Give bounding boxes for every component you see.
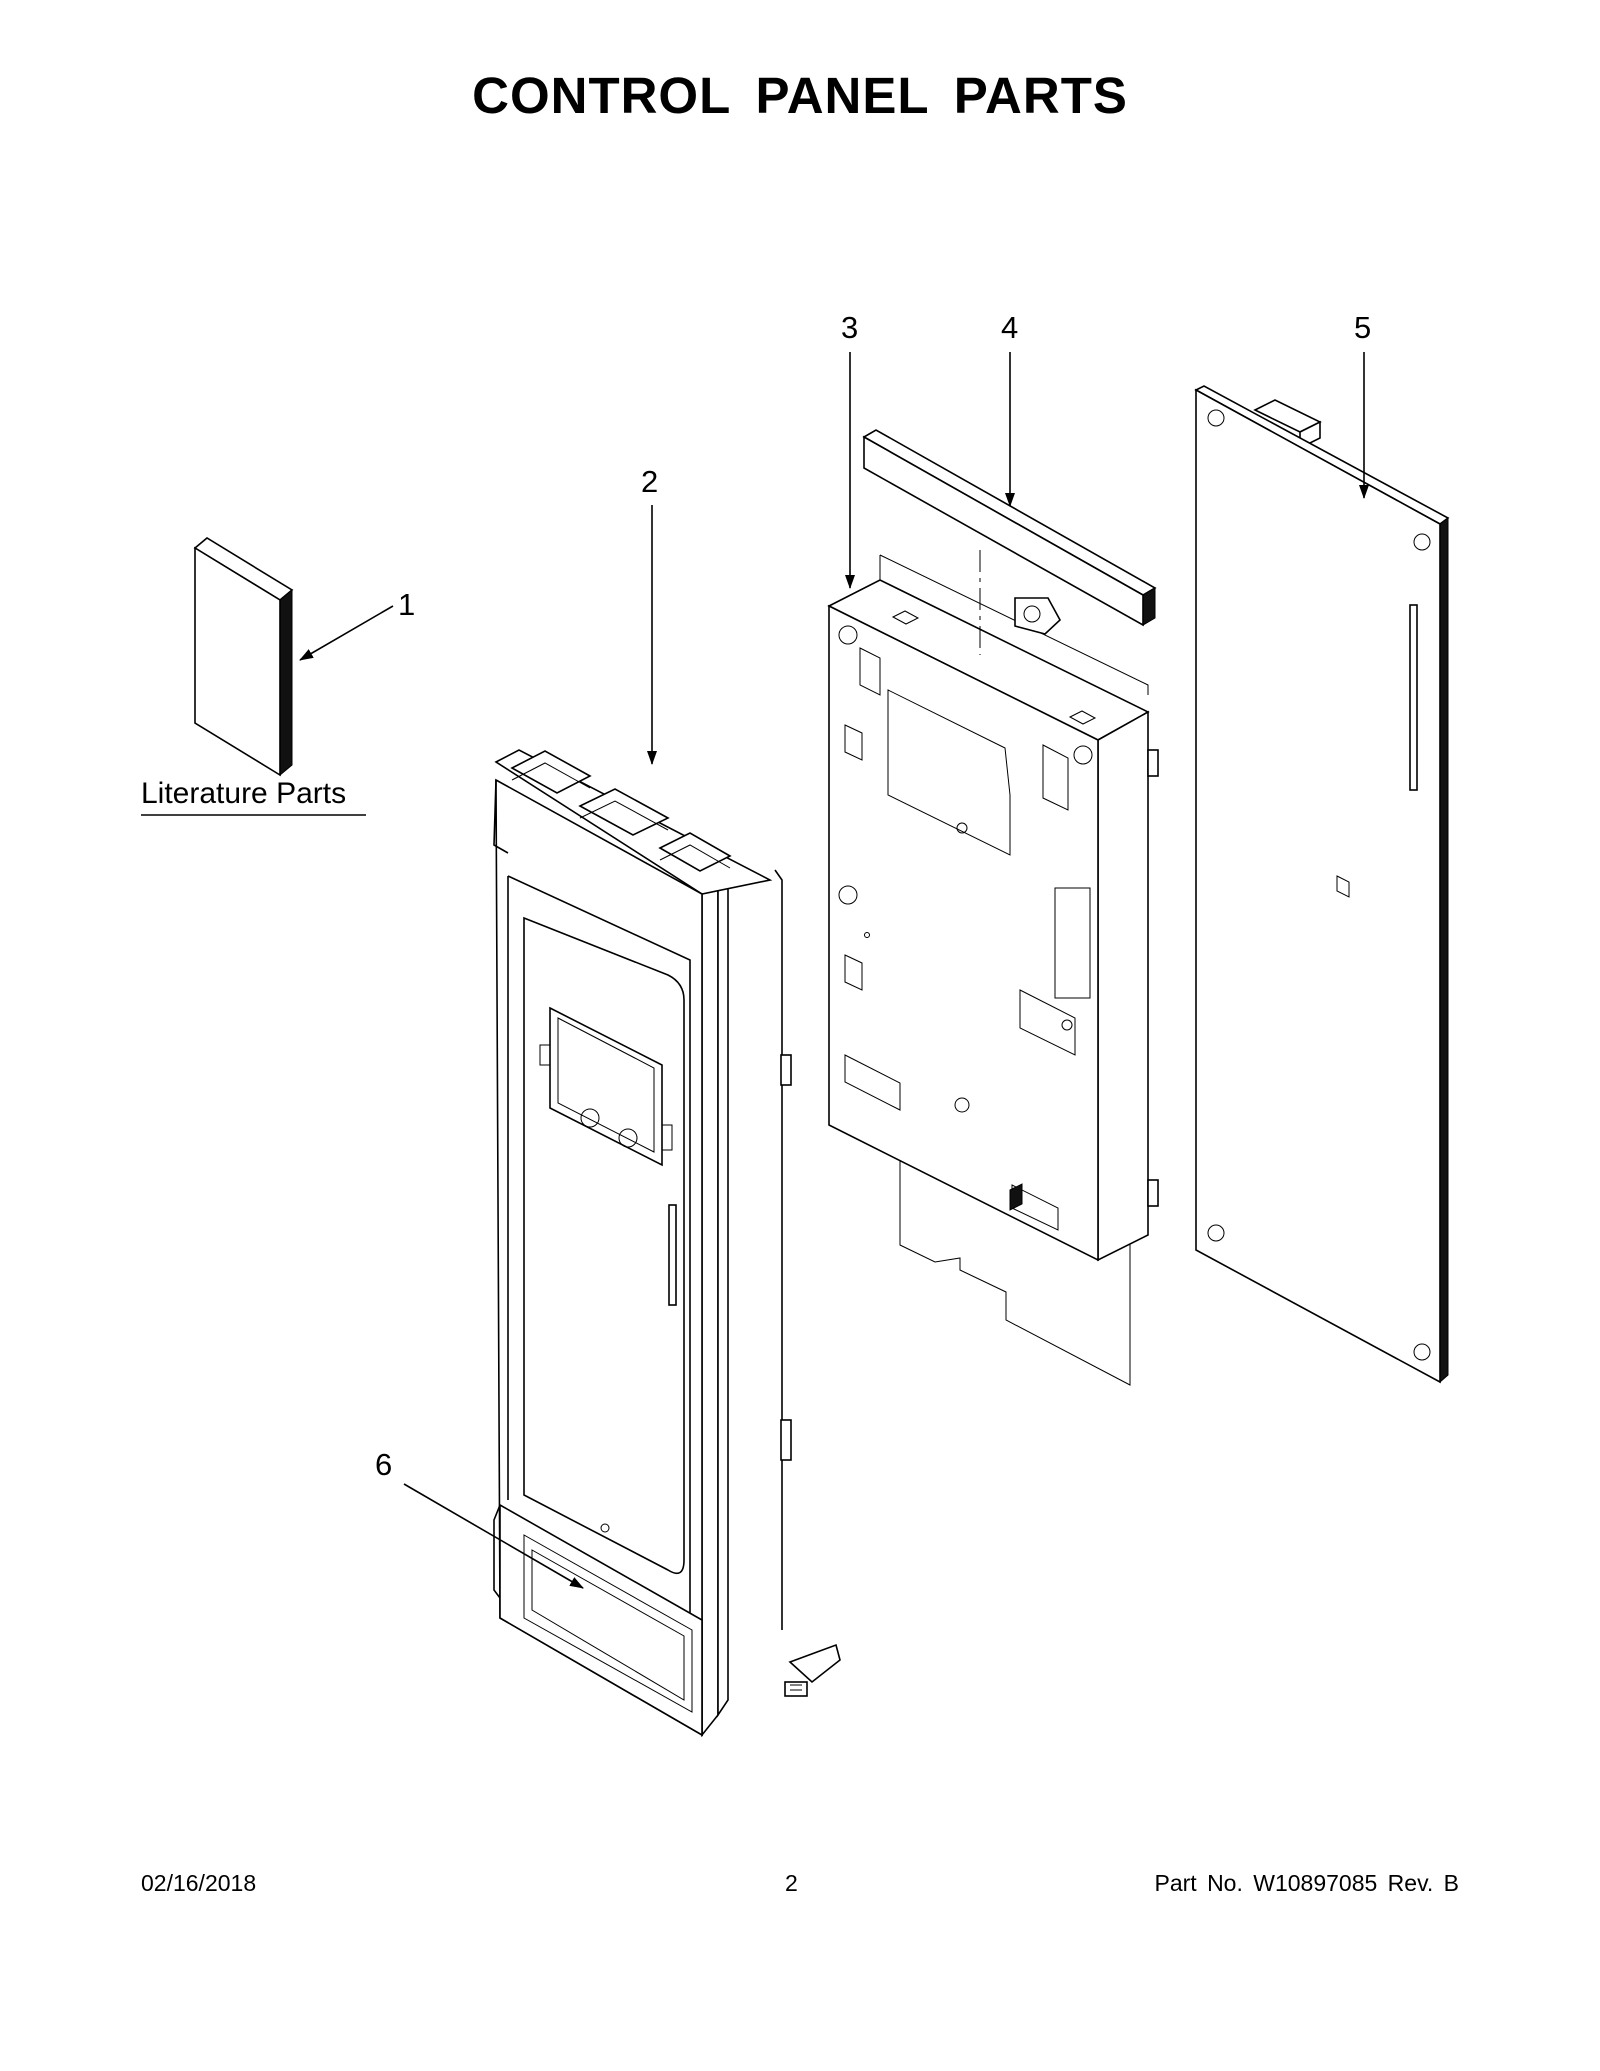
callout-1-label: 1 (398, 587, 415, 622)
callout-5-label: 5 (1354, 310, 1371, 345)
footer-part-number: Part No. W10897085 Rev. B (1154, 1870, 1460, 1896)
callout-4-label: 4 (1001, 310, 1018, 345)
control-panel-frame (493, 749, 841, 1738)
callout-6-label: 6 (375, 1447, 392, 1482)
footer-page-number: 2 (785, 1870, 798, 1896)
callout-6-leader (403, 1483, 584, 1589)
literature-parts-label: Literature Parts (141, 777, 346, 810)
literature-booklet (193, 537, 294, 777)
electronic-control-board (1194, 385, 1450, 1384)
control-bracket (827, 550, 1159, 1386)
callout-1-leader (299, 605, 394, 661)
light-pipe-strip (862, 429, 1157, 627)
callout-3-label: 3 (841, 310, 858, 345)
page-title: CONTROL PANEL PARTS (472, 67, 1128, 124)
footer-date: 02/16/2018 (141, 1870, 257, 1896)
callout-2-label: 2 (641, 464, 658, 499)
